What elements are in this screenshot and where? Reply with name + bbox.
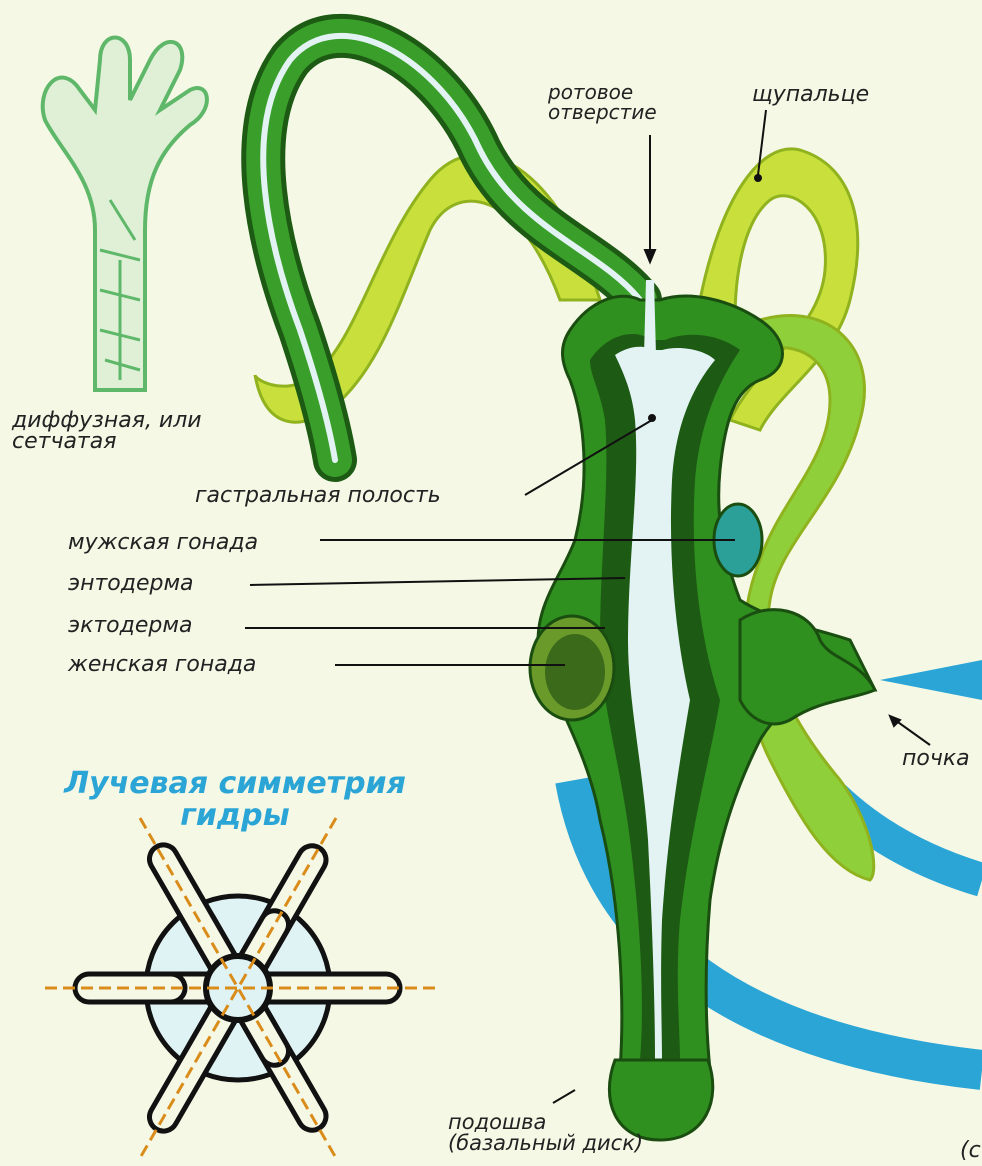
gastric-cavity-label: гастральная полость bbox=[195, 485, 441, 507]
bud bbox=[740, 610, 875, 724]
mouth-gap bbox=[644, 280, 656, 355]
sole-label-text: подошва (базальный диск) bbox=[448, 1112, 643, 1154]
ectoderm-label: эктодерма bbox=[68, 615, 192, 637]
edge-fragment-label: (с bbox=[960, 1140, 981, 1162]
mouth-label: ротовое отверстие bbox=[548, 82, 657, 122]
mouth-label-text: ротовое отверстие bbox=[548, 82, 657, 122]
nerve-net-label-text: диффузная, или сетчатая bbox=[12, 410, 202, 452]
symmetry-title-text: Лучевая симметрия гидры bbox=[30, 768, 440, 832]
male-gonad-label: мужская гонада bbox=[68, 532, 258, 554]
nerve-net-label: диффузная, или сетчатая bbox=[12, 410, 202, 452]
endoderm-label: энтодерма bbox=[68, 573, 194, 595]
hydra-body bbox=[530, 280, 875, 1140]
tentacle-label: щупальце bbox=[752, 84, 869, 106]
bud-label: почка bbox=[902, 748, 970, 770]
symmetry-figure bbox=[45, 818, 435, 1158]
nerve-net-figure bbox=[43, 38, 207, 391]
female-gonad-core bbox=[545, 634, 605, 710]
blue-arrow-right-top bbox=[880, 660, 982, 700]
female-gonad-label: женская гонада bbox=[68, 654, 256, 676]
sole-label: подошва (базальный диск) bbox=[448, 1112, 643, 1154]
symmetry-title: Лучевая симметрия гидры bbox=[30, 768, 440, 832]
